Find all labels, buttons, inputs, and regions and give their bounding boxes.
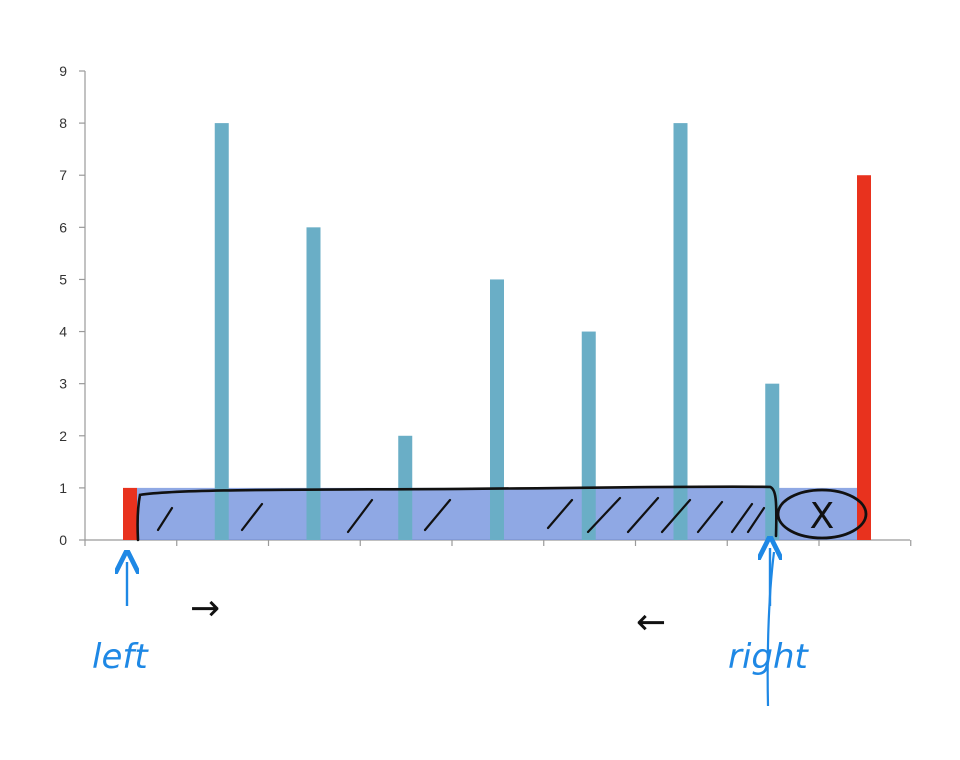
hatch-mark [696, 500, 724, 534]
right-label-tail [766, 551, 776, 707]
y-tick-label: 5 [59, 271, 67, 287]
hatch-mark [156, 506, 174, 532]
highlighted-bar [857, 175, 871, 540]
y-tick-label: 3 [59, 376, 67, 392]
excluded-mark: X [810, 496, 835, 537]
y-axis: 0 1 2 3 4 5 6 7 8 9 [59, 63, 86, 548]
y-tick-label: 9 [59, 63, 67, 79]
hatch-mark [730, 502, 754, 534]
move-left-arrow: ← [636, 602, 666, 643]
hatch-mark [660, 498, 692, 534]
excluded-circle [776, 488, 868, 540]
hatch-mark [626, 496, 660, 534]
bar [306, 227, 321, 541]
hatch-mark [240, 502, 264, 532]
annotation-labels: left right [92, 637, 810, 677]
hatch-mark [546, 498, 574, 530]
y-tick-label: 2 [59, 428, 67, 444]
y-tick-label: 6 [59, 219, 67, 235]
bars [123, 123, 871, 541]
hatch-mark [423, 498, 452, 532]
y-tick-label: 1 [59, 480, 67, 496]
move-right-arrow: → [190, 588, 220, 629]
y-tick-label: 8 [59, 115, 67, 131]
y-tick-label: 4 [59, 324, 67, 340]
x-axis [84, 539, 912, 546]
right-label: right [728, 637, 810, 677]
bar [673, 123, 688, 540]
left-label: left [92, 637, 149, 677]
highlighted-bar [123, 487, 137, 540]
hatch-mark [346, 498, 374, 534]
bar [214, 123, 229, 540]
bar [490, 279, 504, 540]
bar [581, 331, 596, 540]
hatch-mark [746, 506, 766, 534]
hand-drawn-annotations: X → ← [127, 485, 868, 707]
y-tick-label: 7 [59, 167, 67, 183]
region-outline [136, 485, 778, 542]
y-tick-label: 0 [59, 532, 67, 548]
hatch-mark [586, 496, 622, 534]
